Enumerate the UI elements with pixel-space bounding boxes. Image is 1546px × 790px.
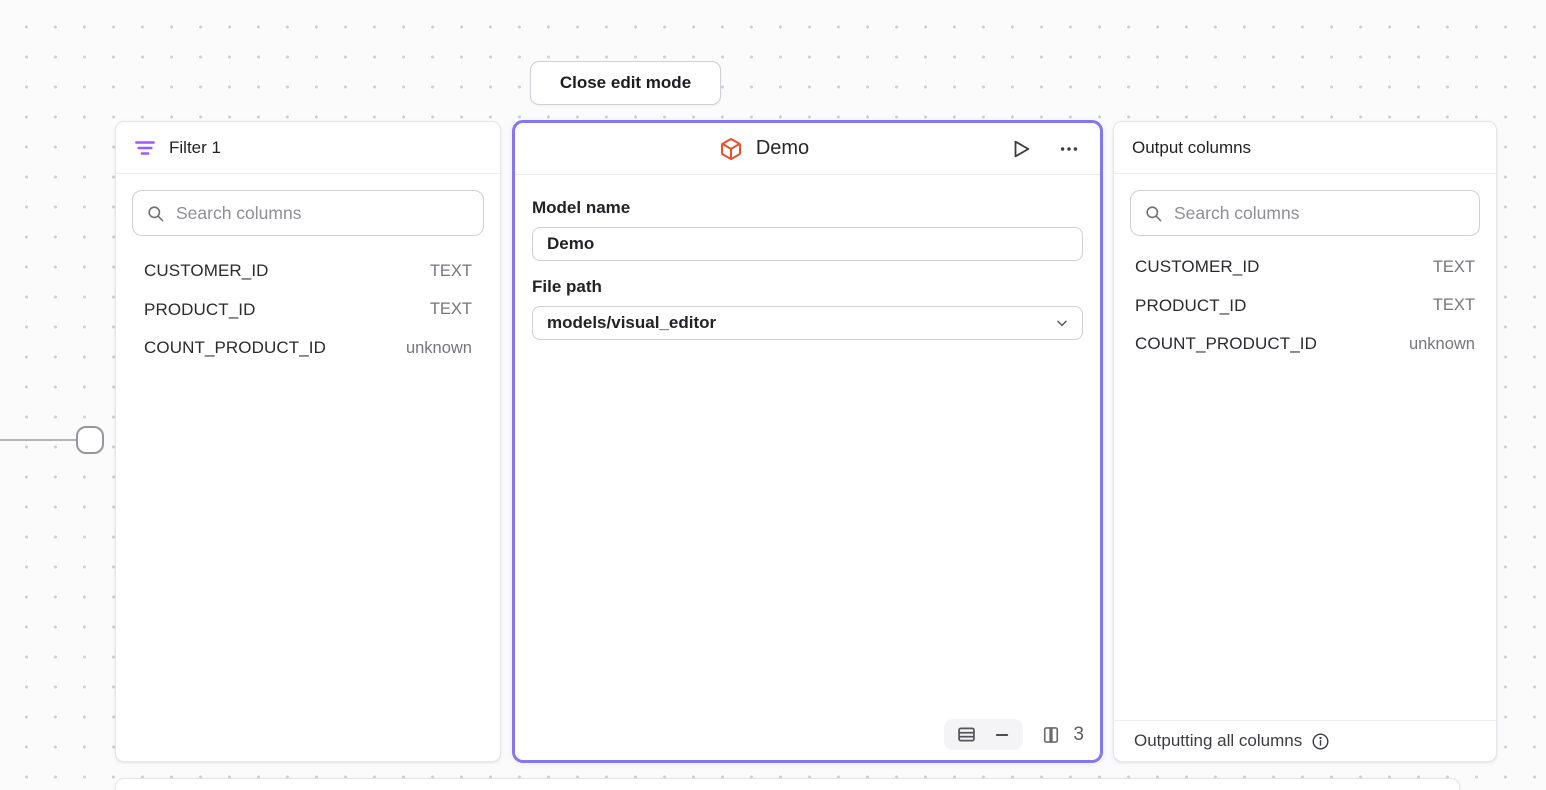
model-panel-header[interactable]: Demo (515, 123, 1100, 175)
table-columns-icon (1041, 725, 1061, 745)
column-count-indicator: 3 (1041, 724, 1084, 746)
info-icon[interactable] (1311, 732, 1330, 751)
column-name: COUNT_PRODUCT_ID (144, 338, 327, 358)
model-node-panel: Demo (512, 120, 1103, 763)
output-columns-panel: Output columns CUSTOMER_ID TEXT PRODUCT_… (1113, 121, 1497, 762)
model-name-label: Model name (532, 198, 631, 217)
output-panel-title: Output columns (1132, 137, 1252, 157)
column-row[interactable]: PRODUCT_ID TEXT (1120, 287, 1490, 326)
results-panel-cropped (115, 778, 1460, 790)
column-row[interactable]: CUSTOMER_ID TEXT (1120, 248, 1490, 287)
column-name: COUNT_PRODUCT_ID (1135, 334, 1318, 354)
filter-column-list: CUSTOMER_ID TEXT PRODUCT_ID TEXT COUNT_P… (116, 246, 500, 374)
output-footer-text: Outputting all columns (1134, 731, 1303, 750)
chevron-down-icon (1054, 315, 1070, 331)
file-path-value: models/visual_editor (547, 313, 717, 332)
column-row[interactable]: COUNT_PRODUCT_ID unknown (129, 329, 487, 368)
filter-node-panel: Filter 1 CUSTOMER_ID TEXT PRODUCT_ID TEX (115, 121, 501, 762)
output-search-input[interactable] (1174, 202, 1466, 224)
output-search-box (1130, 190, 1480, 236)
edge-connector-line (0, 439, 78, 441)
column-type: TEXT (1432, 296, 1475, 315)
row-preview-toggle[interactable] (944, 719, 1024, 750)
filter-panel-header[interactable]: Filter 1 (116, 122, 500, 174)
column-name: CUSTOMER_ID (1135, 257, 1260, 277)
file-path-select[interactable]: models/visual_editor (532, 306, 1083, 340)
column-type: unknown (405, 338, 472, 357)
table-rows-icon (956, 724, 977, 745)
output-column-list: CUSTOMER_ID TEXT PRODUCT_ID TEXT COUNT_P… (1114, 246, 1496, 366)
column-type: TEXT (429, 261, 472, 280)
more-options-button[interactable] (1056, 136, 1082, 162)
output-panel-header: Output columns (1114, 122, 1496, 174)
search-icon (1144, 204, 1163, 223)
column-type: TEXT (1432, 257, 1475, 276)
column-name: CUSTOMER_ID (144, 261, 269, 281)
play-icon (1010, 138, 1032, 160)
column-row[interactable]: CUSTOMER_ID TEXT (129, 252, 487, 291)
column-name: PRODUCT_ID (144, 299, 256, 319)
file-path-label: File path (532, 277, 602, 296)
model-panel-title: Demo (755, 137, 810, 159)
run-model-button[interactable] (1008, 136, 1034, 162)
column-row[interactable]: PRODUCT_ID TEXT (129, 291, 487, 330)
model-cube-icon (719, 137, 743, 161)
minus-icon (993, 726, 1011, 744)
column-count-value: 3 (1073, 723, 1084, 745)
filter-search-input[interactable] (176, 202, 470, 224)
output-footer: Outputting all columns (1114, 720, 1496, 761)
filter-icon (134, 137, 156, 159)
search-icon (146, 204, 165, 223)
model-name-input[interactable] (532, 227, 1083, 261)
column-type: TEXT (429, 300, 472, 319)
filter-panel-title: Filter 1 (169, 137, 221, 157)
column-name: PRODUCT_ID (1135, 295, 1247, 315)
edge-connector-handle[interactable] (76, 426, 104, 454)
column-row[interactable]: COUNT_PRODUCT_ID unknown (1120, 325, 1490, 364)
ellipsis-icon (1058, 138, 1080, 160)
close-edit-mode-button[interactable]: Close edit mode (530, 61, 721, 105)
filter-search-box (132, 190, 484, 236)
column-type: unknown (1408, 334, 1475, 353)
